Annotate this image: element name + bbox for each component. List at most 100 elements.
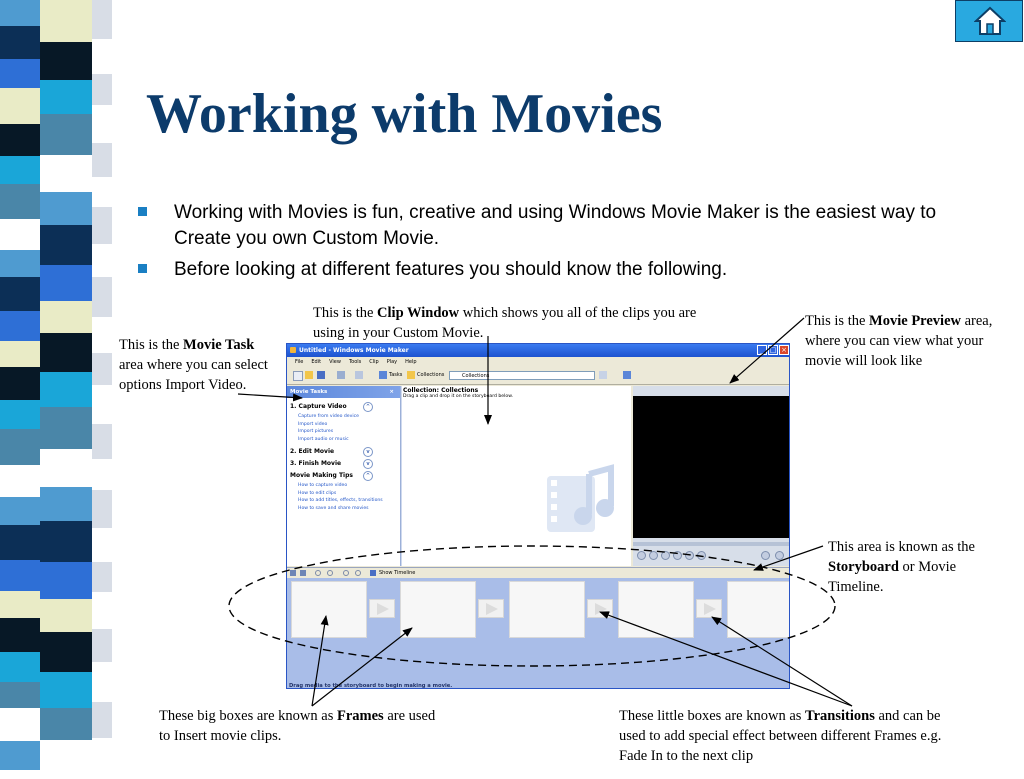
collections-icon[interactable] — [407, 371, 415, 379]
storyboard-transition[interactable] — [369, 599, 395, 618]
bullet-list: Working with Movies is fun, creative and… — [136, 200, 966, 288]
storyboard-transition[interactable] — [587, 599, 613, 618]
views-icon[interactable] — [623, 371, 631, 379]
slide-title: Working with Movies — [146, 83, 663, 145]
chevron-down-icon[interactable]: v — [363, 447, 373, 457]
save-icon[interactable] — [317, 371, 325, 379]
up-folder-icon[interactable] — [599, 371, 607, 379]
decorative-stripe — [0, 400, 40, 429]
decorative-stripe — [92, 74, 112, 105]
movie-tasks-pane: Movie Tasks× 1. Capture Video^ Capture f… — [287, 386, 401, 566]
menu-play[interactable]: Play — [386, 359, 398, 365]
decorative-stripe — [92, 629, 112, 662]
decorative-stripe — [0, 652, 40, 682]
bullet-square-icon — [138, 207, 147, 216]
rewind-storyboard-icon[interactable] — [343, 570, 349, 576]
menu-view[interactable]: View — [329, 359, 341, 365]
rewind-icon[interactable] — [661, 551, 670, 560]
maximize-icon[interactable]: □ — [768, 345, 778, 355]
film-music-watermark-icon — [547, 464, 614, 532]
decorative-stripe — [40, 114, 92, 155]
chevron-up-icon[interactable]: ^ — [363, 402, 373, 412]
task-link[interactable]: Import pictures — [298, 429, 334, 434]
minimize-icon[interactable]: _ — [757, 345, 767, 355]
decorative-stripe — [0, 708, 40, 741]
tasks-button[interactable]: Tasks — [389, 372, 403, 378]
timeline-icon[interactable] — [370, 570, 376, 576]
arrow-right-icon — [486, 603, 498, 615]
decorative-stripe — [0, 741, 40, 770]
decorative-stripe — [92, 244, 112, 277]
close-icon[interactable]: × — [779, 345, 789, 355]
home-button[interactable] — [955, 0, 1023, 42]
narrate-icon[interactable] — [300, 570, 306, 576]
app-icon — [290, 347, 296, 353]
snapshot-icon[interactable] — [775, 551, 784, 560]
menu-clip[interactable]: Clip — [369, 359, 379, 365]
task-link[interactable]: Import video — [298, 421, 328, 427]
decorative-stripe — [0, 429, 40, 465]
menu-edit[interactable]: Edit — [311, 359, 322, 365]
decorative-stripe — [40, 155, 92, 192]
chevron-up-icon[interactable]: ^ — [363, 471, 373, 481]
stop-icon[interactable] — [649, 551, 658, 560]
menu-tools[interactable]: Tools — [348, 359, 362, 365]
decorative-stripe-column — [0, 0, 40, 770]
collections-button[interactable]: Collections — [417, 372, 445, 378]
new-icon[interactable] — [293, 371, 303, 381]
seek-bar[interactable] — [633, 542, 789, 546]
tasks-icon[interactable] — [379, 371, 387, 379]
storyboard-frame[interactable] — [291, 581, 367, 638]
chevron-down-icon[interactable]: v — [363, 459, 373, 469]
decorative-stripe — [92, 385, 112, 424]
storyboard-frame[interactable] — [618, 581, 694, 638]
decorative-stripe — [0, 367, 40, 400]
open-icon[interactable] — [305, 371, 313, 379]
menu-help[interactable]: Help — [405, 359, 417, 365]
task-link[interactable]: How to capture video — [298, 483, 348, 488]
clip-window: Collection: Collections Drag a clip and … — [401, 386, 631, 566]
storyboard-transition[interactable] — [478, 599, 504, 618]
task-link[interactable]: How to add titles, effects, transitions — [298, 498, 383, 503]
menu-bar: File Edit View Tools Clip Play Help — [287, 357, 789, 368]
decorative-stripe — [92, 143, 112, 177]
task-link[interactable]: How to edit clips — [298, 490, 337, 496]
fast-forward-icon[interactable] — [697, 551, 706, 560]
menu-file[interactable]: File — [295, 359, 304, 365]
zoom-in-icon[interactable] — [315, 570, 321, 576]
storyboard-frame[interactable] — [400, 581, 476, 638]
bullet-item: Before looking at different features you… — [136, 257, 966, 283]
decorative-stripe — [92, 562, 112, 592]
close-tasks-icon[interactable]: × — [389, 389, 394, 395]
clip-window-note: This is the Clip Window which shows you … — [313, 305, 697, 341]
play-storyboard-icon[interactable] — [355, 570, 361, 576]
film-icon[interactable] — [290, 570, 296, 576]
task-link[interactable]: Import audio or music — [298, 436, 349, 442]
decorative-stripe — [40, 301, 92, 333]
storyboard-frame[interactable] — [509, 581, 585, 638]
task-section-capture[interactable]: 1. Capture Video^ — [290, 402, 400, 412]
decorative-stripe — [92, 528, 112, 562]
play-icon[interactable] — [637, 551, 646, 560]
task-section-tips[interactable]: Movie Making Tips^ — [290, 471, 400, 481]
split-icon[interactable] — [761, 551, 770, 560]
decorative-stripe-column — [92, 0, 112, 770]
task-link[interactable]: Capture from video device — [298, 414, 359, 419]
decorative-stripe — [92, 177, 112, 207]
movie-preview-note: This is the Movie Preview area, where yo… — [805, 313, 993, 369]
movie-maker-window: Untitled - Windows Movie Maker _ □ × Fil… — [286, 343, 790, 689]
next-frame-icon[interactable] — [685, 551, 694, 560]
zoom-out-icon[interactable] — [327, 570, 333, 576]
undo-icon[interactable] — [337, 371, 345, 379]
storyboard-transition[interactable] — [696, 599, 722, 618]
storyboard-frame[interactable] — [727, 581, 789, 638]
redo-icon[interactable] — [355, 371, 363, 379]
decorative-stripe — [40, 372, 92, 407]
previous-frame-icon[interactable] — [673, 551, 682, 560]
collections-combo[interactable]: Collections — [449, 371, 595, 380]
decorative-stripe — [0, 277, 40, 311]
task-link[interactable]: How to save and share movies — [298, 505, 369, 511]
bullet-item: Working with Movies is fun, creative and… — [136, 200, 966, 252]
